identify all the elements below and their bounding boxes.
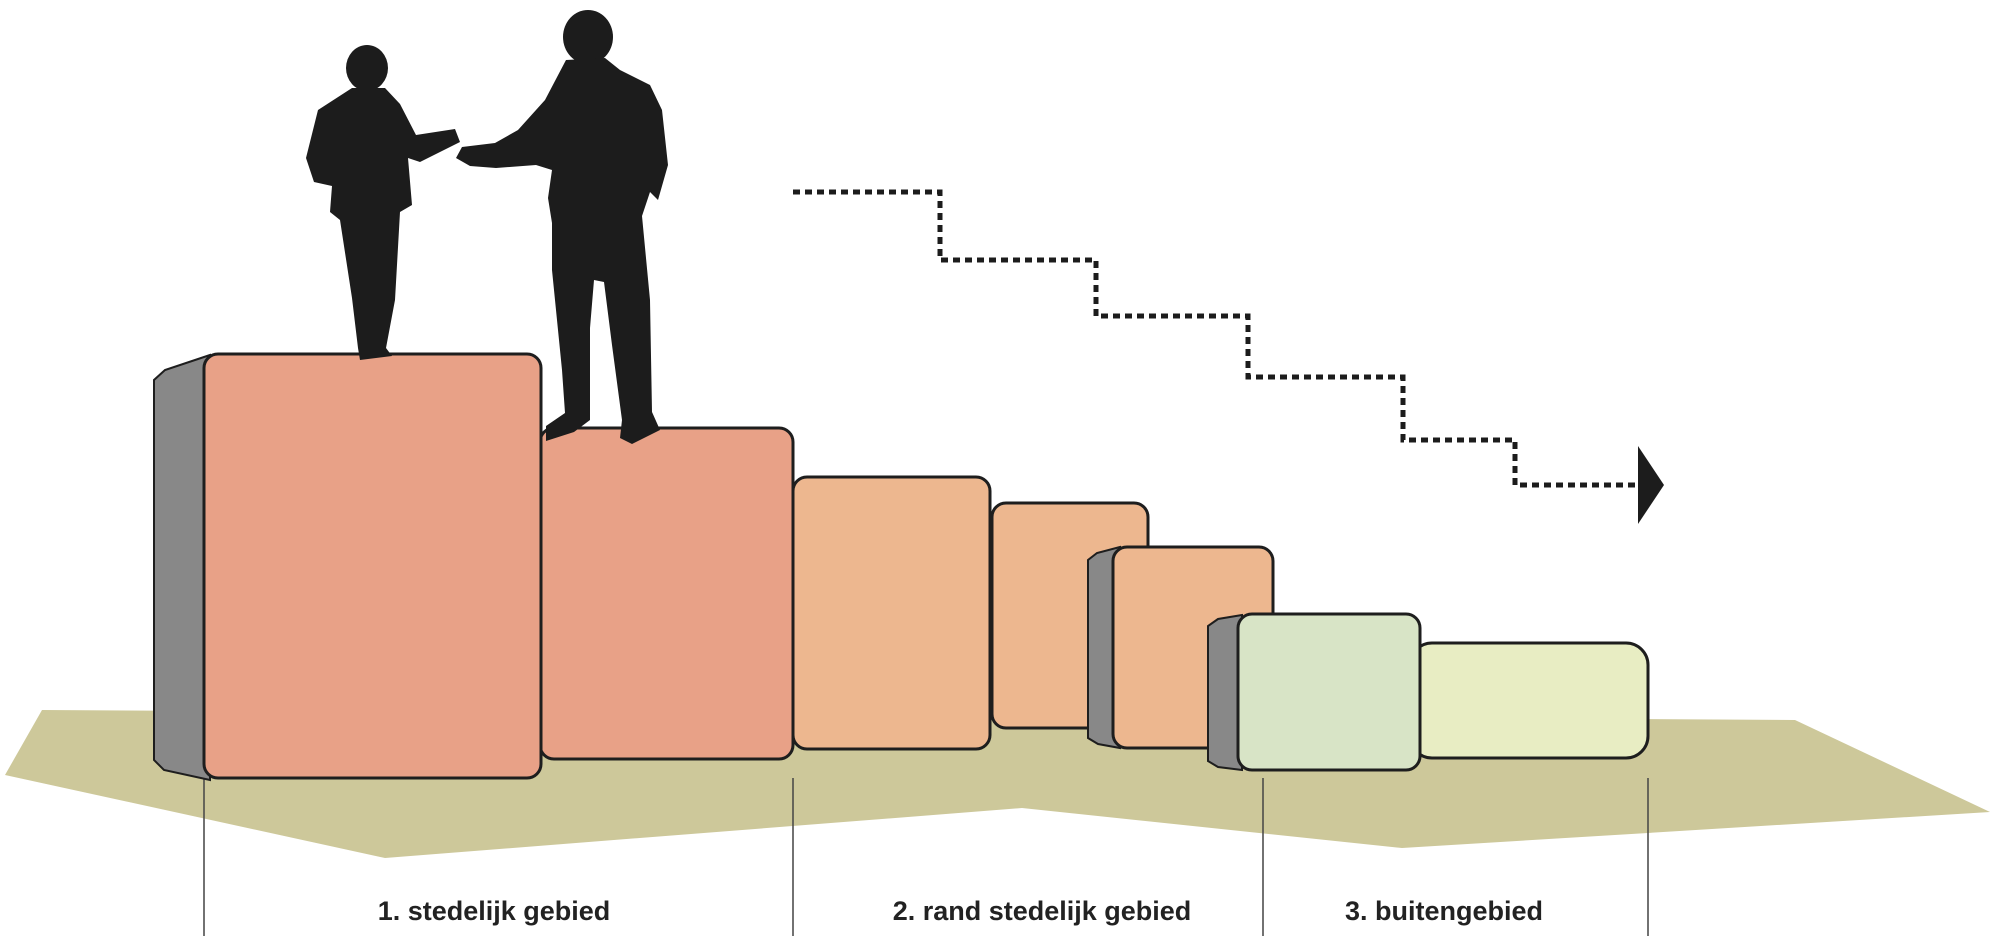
building-block (202, 352, 543, 780)
zone-label-urban-edge: 2. rand stedelijk gebied (893, 896, 1192, 926)
building-block (538, 426, 795, 761)
building-block (1236, 612, 1422, 772)
zone-labels: 1. stedelijk gebied 2. rand stedelijk ge… (378, 896, 1543, 926)
zone-label-urban: 1. stedelijk gebied (378, 896, 611, 926)
building-block (791, 475, 992, 751)
dotted-staircase-arrow-icon (793, 189, 1664, 524)
building-blocks (153, 352, 1650, 782)
block-side-face (1207, 613, 1243, 772)
people-silhouette-icon (306, 10, 668, 444)
zone-label-rural: 3. buitengebied (1345, 896, 1543, 926)
block-side-face (153, 353, 211, 782)
building-block (1408, 641, 1650, 760)
zone-dividers (203, 778, 1649, 936)
